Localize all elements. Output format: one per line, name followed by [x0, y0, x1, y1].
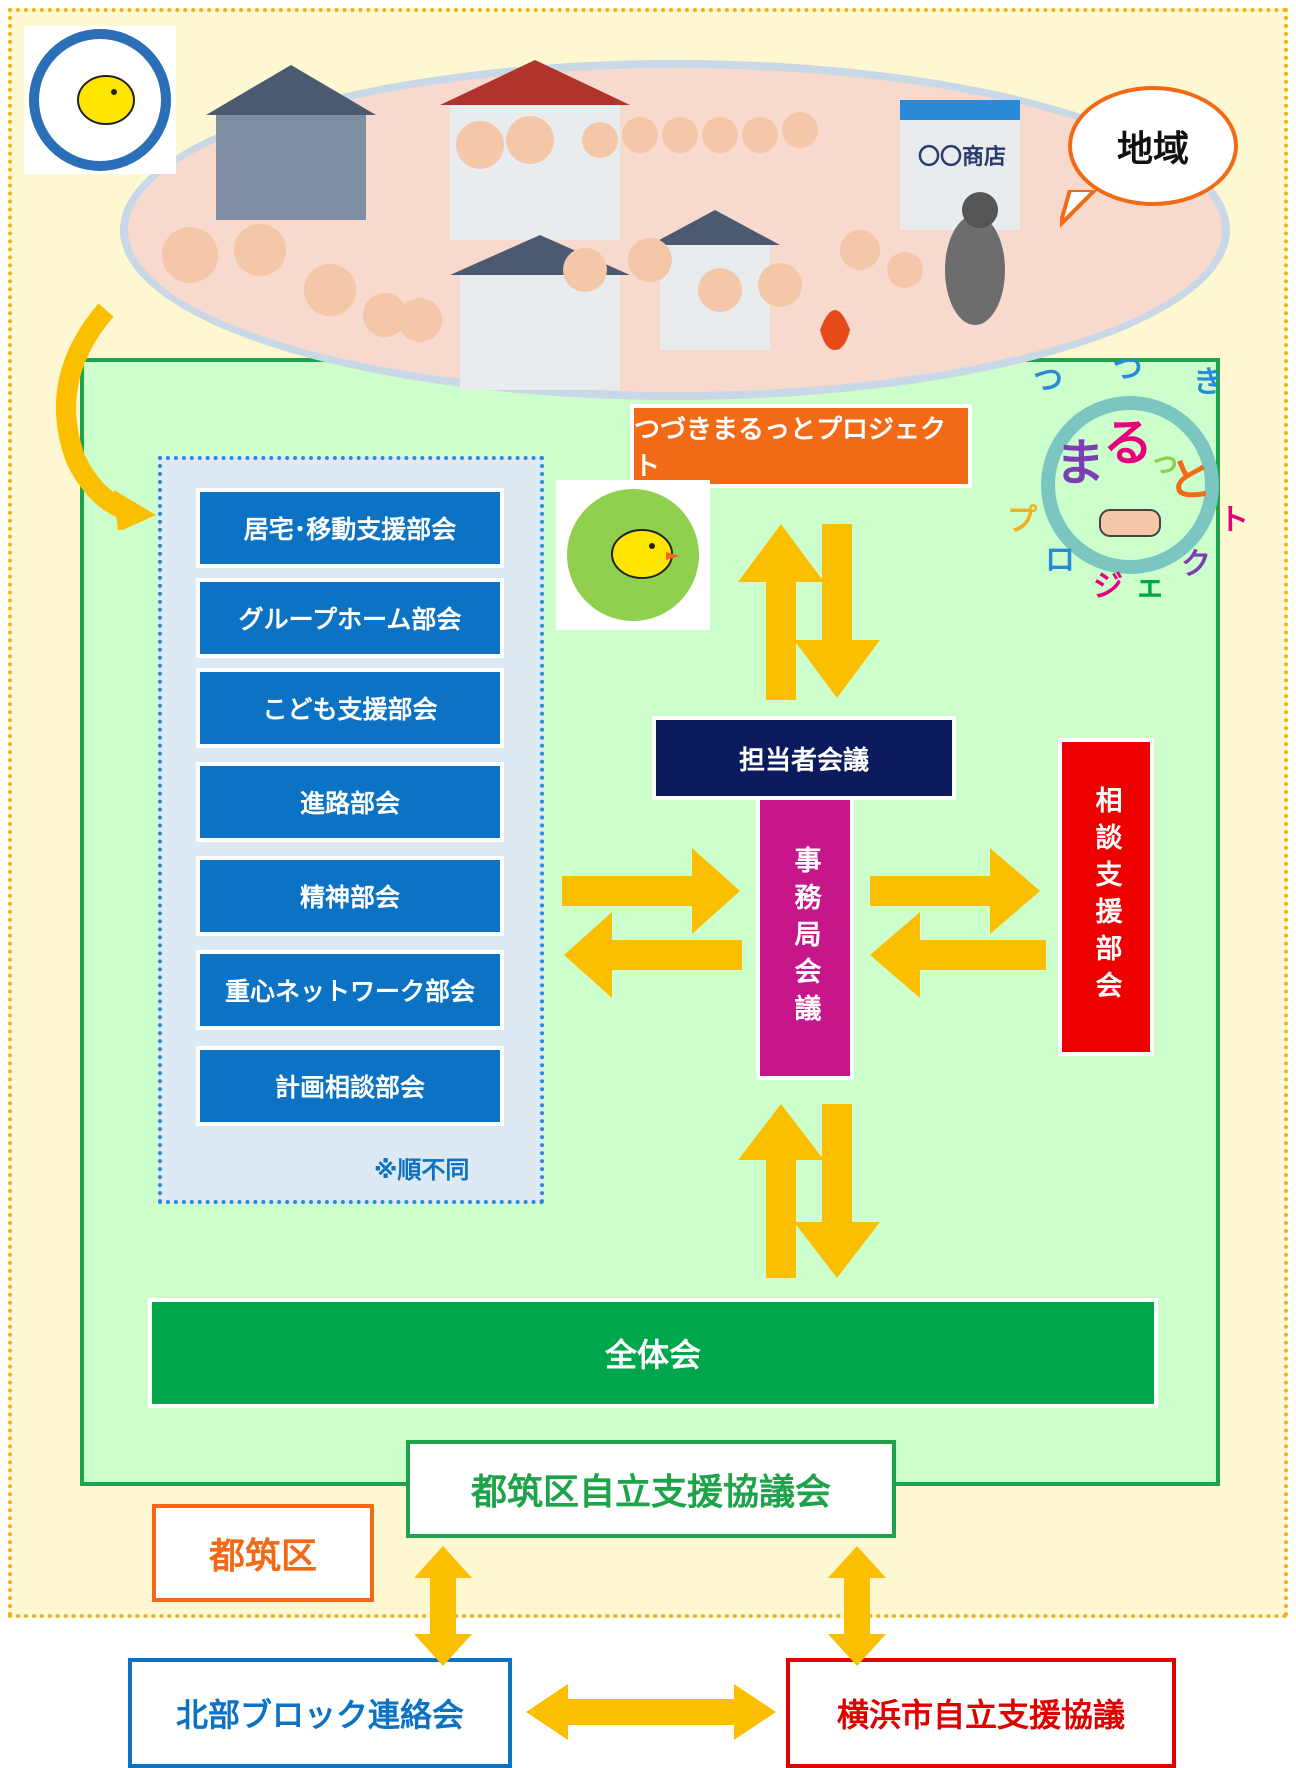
- north-block-box: 北部ブロック連絡会: [128, 1658, 512, 1768]
- logo-char: つ: [1033, 363, 1063, 398]
- horizontal-double-arrow-icon: [526, 1684, 776, 1740]
- arrow-right-icon: [562, 848, 740, 934]
- north-block-label: 北部ブロック連絡会: [175, 1696, 464, 1734]
- council-title-label: 都筑区自立支援協議会: [470, 1472, 831, 1513]
- committee-label: 居宅･移動支援部会: [243, 515, 457, 544]
- logo-char: る: [1103, 414, 1153, 472]
- committee-grouphome: グループホーム部会: [200, 582, 500, 654]
- committee-label: こども支援部会: [262, 695, 438, 724]
- ward-box: 都筑区: [152, 1504, 374, 1602]
- handshake-icon: [1099, 509, 1161, 537]
- marutto-project-logo: つ づ き ま る っ と プ ロ ジ ェ ク ト: [1007, 360, 1249, 604]
- logo-char: と: [1168, 455, 1212, 506]
- logo-char: づ: [1113, 360, 1143, 386]
- yokohama-council-label: 横浜市自立支援協議: [836, 1696, 1125, 1734]
- arrow-up-icon: [738, 524, 824, 700]
- ward-label: 都筑区: [208, 1536, 317, 1577]
- tsuzuki-project-label: つづきまるっとプロジェクト: [634, 415, 947, 482]
- bird-icon: [567, 489, 699, 621]
- committee-keikaku: 計画相談部会: [200, 1050, 500, 1122]
- secretariat-meeting-label: 事務局会議: [789, 845, 821, 1031]
- guidehelper-logo-badge: [24, 26, 176, 174]
- yokohama-council-box: 横浜市自立支援協議: [786, 1658, 1176, 1768]
- secretariat-meeting-box: 事務局会議: [760, 800, 850, 1076]
- consultation-committee-label: 相談支援部会: [1090, 786, 1122, 1008]
- fire-icon: [820, 310, 850, 350]
- gorilla-icon: [945, 192, 1005, 325]
- region-bubble: 地域: [1068, 86, 1238, 206]
- committee-label: 計画相談部会: [274, 1073, 425, 1102]
- arrow-up-icon: [738, 1104, 824, 1278]
- tsuzuki-project-box: つづきまるっとプロジェクト: [634, 408, 968, 484]
- shop-sign: 〇〇商店: [918, 144, 1006, 170]
- committee-label: 重心ネットワーク部会: [224, 977, 475, 1006]
- community-figures: 〇〇商店: [162, 60, 1020, 390]
- logo-char: ジ: [1093, 569, 1123, 604]
- logo-char: ま: [1055, 434, 1105, 492]
- tanto-meeting-box: 担当者会議: [656, 720, 952, 796]
- tanto-meeting-label: 担当者会議: [738, 745, 869, 776]
- plenary-meeting-label: 全体会: [604, 1336, 701, 1374]
- logo-char: プ: [1007, 503, 1038, 538]
- arrow-down-icon: [794, 524, 880, 698]
- guidehelper-bird-logo: [556, 480, 710, 630]
- committee-label: グループホーム部会: [238, 605, 462, 634]
- arrow-left-icon: [870, 912, 1046, 998]
- committee-seishin: 精神部会: [200, 860, 500, 932]
- logo-char: っ: [1150, 445, 1180, 480]
- double-arrow-icon: [828, 1546, 886, 1666]
- logo-char: ロ: [1045, 543, 1075, 578]
- consultation-committee-box: 相談支援部会: [1062, 742, 1150, 1052]
- committee-jushin: 重心ネットワーク部会: [200, 954, 500, 1026]
- committee-label: 精神部会: [299, 883, 400, 912]
- logo-char: ク: [1181, 547, 1211, 582]
- logo-char: き: [1193, 365, 1223, 400]
- council-title-box: 都筑区自立支援協議会: [406, 1440, 896, 1538]
- logo-char: ェ: [1135, 569, 1165, 604]
- logo-char: ト: [1219, 503, 1249, 538]
- double-arrow-icon: [414, 1546, 472, 1666]
- people-icon: [162, 112, 923, 342]
- bubble-tail-icon: [1060, 190, 1098, 228]
- guidehelper-logo-icon: [29, 29, 171, 171]
- committee-shinro: 進路部会: [200, 766, 500, 838]
- order-note: ※順不同: [374, 1156, 470, 1184]
- committee-label: 進路部会: [299, 789, 400, 818]
- arrow-down-icon: [794, 1104, 880, 1278]
- committee-kodomo: こども支援部会: [200, 672, 500, 744]
- plenary-meeting-box: 全体会: [152, 1302, 1154, 1404]
- committee-kyotaku: 居宅･移動支援部会: [200, 492, 500, 564]
- curved-arrow-icon: [56, 303, 156, 530]
- region-bubble-label: 地域: [1116, 129, 1189, 170]
- arrow-right-icon: [870, 848, 1040, 934]
- arrow-left-icon: [564, 912, 742, 998]
